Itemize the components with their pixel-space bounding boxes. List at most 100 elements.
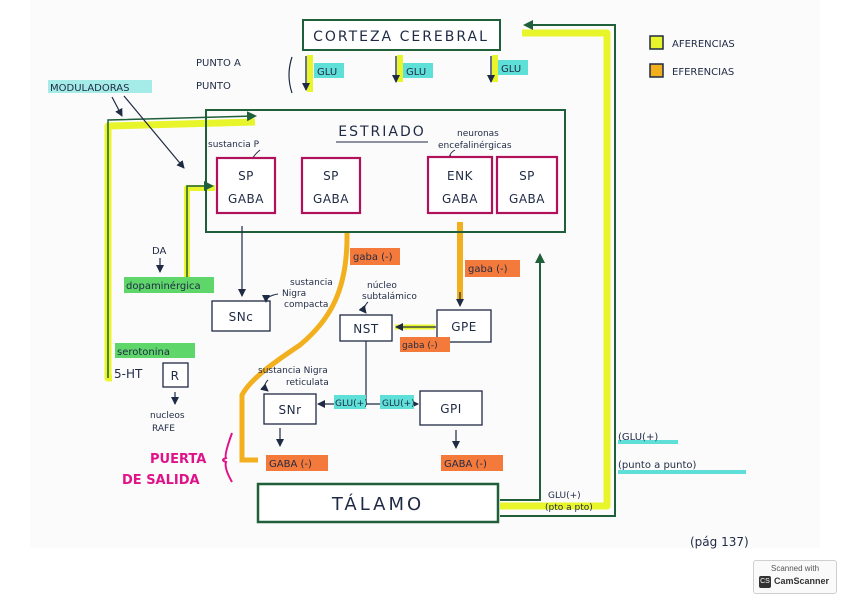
moduladoras-bg xyxy=(48,80,152,93)
efferent-striatum-snr xyxy=(239,231,350,463)
punto-a-punto-line1: PUNTO A xyxy=(196,58,241,69)
r-label: R xyxy=(171,369,180,383)
thalamus-label: TÁLAMO xyxy=(331,493,424,515)
gaba-gpi-bg xyxy=(441,455,503,471)
gaba-tag-1: gaba (-) xyxy=(353,252,393,263)
striatum-box-sp-gaba-2: SP GABA xyxy=(300,156,362,215)
striatum-box-1-top: SP xyxy=(238,169,254,183)
gaba-nst-bg xyxy=(400,337,450,352)
moduladoras-label: MODULADORAS xyxy=(50,83,129,94)
gpe-label: GPE xyxy=(451,320,477,334)
snc-note-line2: Nigra xyxy=(282,289,306,299)
glu-tag-2-bg xyxy=(403,63,433,78)
striatum-label: ESTRIADO xyxy=(338,124,426,140)
dopamine-striatum-arrow xyxy=(186,181,214,292)
striatum-box-enk-gaba: ENK GABA xyxy=(426,155,494,215)
legend-afferent-swatch xyxy=(649,35,664,50)
nst-note-arrow xyxy=(358,301,369,314)
striatum-box-3 xyxy=(426,155,494,215)
glu-tag-3-bg xyxy=(498,60,528,75)
snr-note-line2: reticulata xyxy=(286,378,329,388)
glu-thalamus-line2: (pto a pto) xyxy=(545,503,593,513)
moduladoras-arrow-1 xyxy=(111,96,123,117)
glu-plus-1: GLU(+) xyxy=(335,399,368,409)
glu-plus-2: GLU(+) xyxy=(382,399,415,409)
cortex-box xyxy=(302,19,501,51)
thalamus-striatum-arrow xyxy=(500,253,545,501)
thalamus-box xyxy=(256,482,500,524)
gaba-tag-2: gaba (-) xyxy=(468,264,508,275)
gaba-gpi-tag: GABA (-) xyxy=(444,459,487,470)
camscanner-watermark: Scanned with CS CamScanner xyxy=(753,560,837,594)
moduladoras-arrow-2 xyxy=(123,95,185,169)
glu-tag-1-bg xyxy=(314,63,344,78)
da-label: DA xyxy=(152,246,167,257)
glu-right-line1: (GLU(+) xyxy=(618,432,658,443)
gaba-tag-2-bg xyxy=(465,260,520,277)
nst-label: NST xyxy=(353,322,379,336)
gpi-box xyxy=(419,390,483,426)
thalamus-cortex-arrow xyxy=(500,20,616,517)
glu-tag-3: GLU xyxy=(501,64,521,75)
gaba-tag-1-bg xyxy=(350,248,400,265)
puerta-brace xyxy=(222,432,233,483)
paper-background xyxy=(30,0,820,548)
puerta-line1: PUERTA xyxy=(150,452,206,467)
afferent-thalamus-cortex-loop xyxy=(500,29,611,510)
glu-right-line2: (punto a punto) xyxy=(618,460,697,471)
neuronas-note-line2: encefalinérgicas xyxy=(438,140,512,151)
nst-box xyxy=(339,314,393,342)
page-reference: (pág 137) xyxy=(690,535,749,549)
snr-note-arrow xyxy=(260,379,269,392)
glu-right-underline-2 xyxy=(618,470,746,474)
striatum-box-2-bottom: GABA xyxy=(313,192,349,206)
glu-right-underline-1 xyxy=(618,440,678,444)
striatum-box-3-bottom: GABA xyxy=(442,192,478,206)
serotonina-bg xyxy=(115,343,195,358)
striatum-box-sp-gaba-1: SP GABA xyxy=(215,156,277,215)
striatum-box-2-top: SP xyxy=(323,169,339,183)
efferent-paths xyxy=(239,222,463,463)
legend-efferent-swatch xyxy=(649,63,664,78)
snc-note-line1: sustancia xyxy=(290,278,333,288)
snc-box xyxy=(211,300,271,332)
cortex-label: CORTEZA CEREBRAL xyxy=(313,29,489,45)
snr-box xyxy=(263,393,317,425)
snr-label: SNr xyxy=(278,403,301,417)
striatum-box-4-top: SP xyxy=(519,169,535,183)
snc-note-arrow xyxy=(262,293,279,303)
punto-brace xyxy=(288,56,293,94)
gaba-snr-bg xyxy=(266,455,328,471)
camscanner-logo-icon: CS xyxy=(759,576,771,588)
dopaminergica-bg xyxy=(124,277,214,293)
dopaminergica-label: dopaminérgica xyxy=(126,280,201,292)
striatum-box-sp-gaba-4: SP GABA xyxy=(495,155,559,215)
punto-a-punto-line2: PUNTO xyxy=(196,81,231,92)
glu-tag-1: GLU xyxy=(317,67,337,78)
nst-note-line2: subtalámico xyxy=(362,292,417,302)
nucleos-rafe-line2: RAFE xyxy=(152,424,175,434)
legend-efferent-label: EFERENCIAS xyxy=(672,67,734,78)
striatum-box-4 xyxy=(495,155,559,215)
snr-note-line1: sustancia Nigra xyxy=(258,366,328,376)
gpe-box xyxy=(436,309,492,343)
neuronas-note-line1: neuronas xyxy=(457,129,499,139)
striatum-box-4-bottom: GABA xyxy=(509,192,545,206)
gpi-label: GPI xyxy=(440,402,462,416)
striatum-box-2 xyxy=(300,156,362,215)
puerta-line2: DE SALIDA xyxy=(122,473,200,488)
striatum-box-1-bottom: GABA xyxy=(228,192,264,206)
five-ht-label: 5-HT xyxy=(114,367,143,381)
gaba-nst-tag: gaba (-) xyxy=(402,341,438,351)
snc-label: SNc xyxy=(229,310,254,324)
gaba-snr-tag: GABA (-) xyxy=(269,459,312,470)
sustancia-p-note: sustancia P xyxy=(208,140,260,150)
glu-plus-1-bg xyxy=(334,395,366,409)
legend: AFERENCIAS EFERENCIAS xyxy=(649,35,735,78)
r-box xyxy=(162,362,189,388)
serotonina-label: serotonina xyxy=(117,347,170,358)
striatum-box-3-top: ENK xyxy=(447,169,474,183)
watermark-line1: Scanned with xyxy=(770,564,820,573)
striatum-box xyxy=(205,109,566,233)
